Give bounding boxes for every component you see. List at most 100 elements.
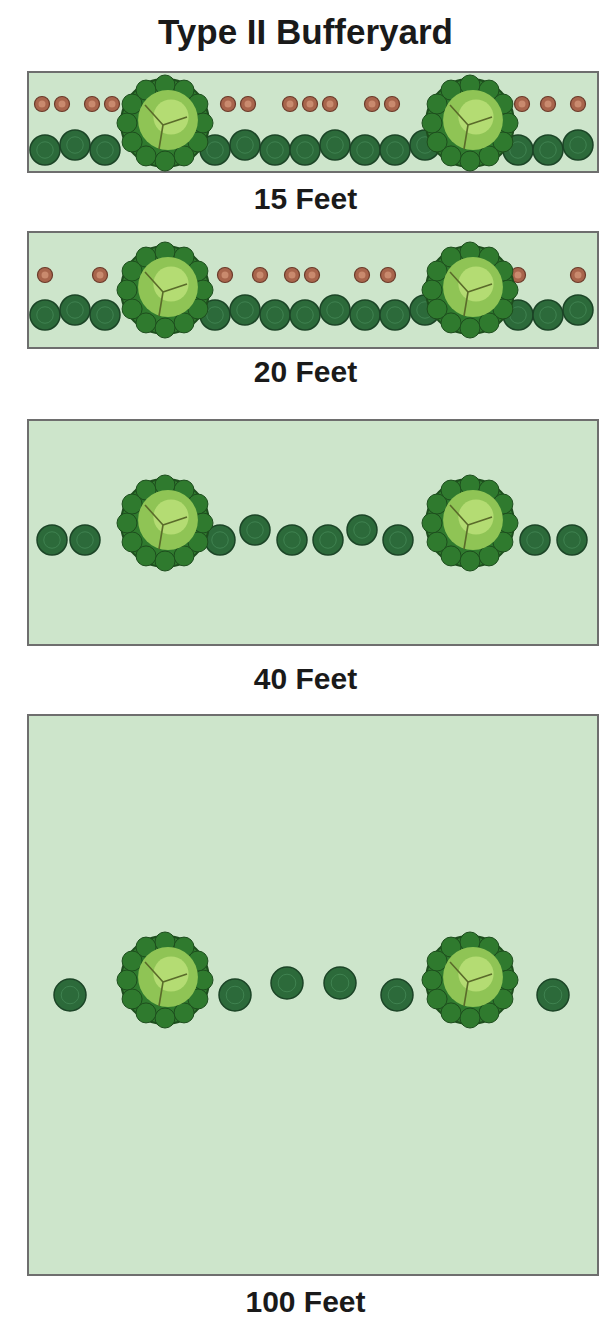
canopy-lobe [122, 989, 142, 1009]
small-shrub [253, 268, 268, 283]
shrub [381, 979, 413, 1011]
tree-branches [450, 505, 492, 549]
small-shrub-detail [389, 101, 396, 108]
shrub-detail [570, 137, 587, 154]
shrub [380, 300, 410, 330]
canopy-lobe [479, 546, 499, 566]
shrub [563, 130, 593, 160]
shrub [90, 135, 120, 165]
tree-branches [145, 272, 187, 316]
shrub-detail [357, 142, 374, 159]
shrub-detail [37, 142, 54, 159]
small-shrub-detail [257, 272, 264, 279]
canopy-lobe [155, 151, 175, 171]
small-shrub-detail [245, 101, 252, 108]
canopy-lobe [155, 551, 175, 571]
canopy-highlight [443, 947, 503, 1007]
canopy-lobe [460, 1008, 480, 1028]
shrub-detail [564, 532, 581, 549]
small-shrub-detail [287, 101, 294, 108]
shrub [240, 515, 270, 545]
small-shrub [35, 97, 50, 112]
small-shrub [355, 268, 370, 283]
bufferyard-panel [28, 715, 598, 1275]
shrub-detail [387, 142, 404, 159]
shrub-detail [61, 986, 79, 1004]
canopy-lobe [479, 146, 499, 166]
shrub [557, 525, 587, 555]
canopy-lobe [479, 313, 499, 333]
shrub [520, 525, 550, 555]
tree-branches [145, 962, 187, 1006]
bufferyard-panel [28, 420, 598, 645]
shrub-detail [67, 302, 84, 319]
canopy-highlight [443, 490, 503, 550]
shrub-detail [247, 522, 264, 539]
bufferyard-panel [28, 72, 598, 172]
shrub [230, 130, 260, 160]
canopy-lobe [117, 280, 137, 300]
shrub [30, 300, 60, 330]
canopy-lobe [460, 318, 480, 338]
shrub-detail [388, 986, 406, 1004]
shrub [347, 515, 377, 545]
small-shrub-detail [307, 101, 314, 108]
small-shrub [85, 97, 100, 112]
small-shrub [381, 268, 396, 283]
canopy-lobe [174, 1003, 194, 1023]
shrub [320, 295, 350, 325]
shrub-detail [212, 532, 229, 549]
shrub-detail [37, 307, 54, 324]
small-shrub-detail [575, 272, 582, 279]
small-shrub [218, 268, 233, 283]
shrub-detail [540, 142, 557, 159]
shrub-detail [357, 307, 374, 324]
canopy-lobe [117, 513, 137, 533]
small-shrub-detail [519, 101, 526, 108]
shrub-detail [226, 986, 244, 1004]
small-shrub-detail [97, 272, 104, 279]
small-shrub-detail [327, 101, 334, 108]
shrub [324, 967, 356, 999]
small-shrub-detail [109, 101, 116, 108]
shrub [537, 979, 569, 1011]
small-shrub-detail [309, 272, 316, 279]
small-shrub [93, 268, 108, 283]
shrub [290, 300, 320, 330]
canopy-lobe [422, 280, 442, 300]
small-shrub-detail [59, 101, 66, 108]
canopy-lobe [427, 132, 447, 152]
tree-branches [450, 962, 492, 1006]
canopy-highlight [458, 499, 493, 534]
shrub-detail [267, 142, 284, 159]
shrub-detail [207, 142, 224, 159]
small-shrub [55, 97, 70, 112]
tree-branches [145, 105, 187, 149]
small-shrub-detail [222, 272, 229, 279]
shrub-detail [327, 137, 344, 154]
shrub [60, 130, 90, 160]
tree-branches [450, 272, 492, 316]
canopy-lobe [422, 970, 442, 990]
small-shrub-detail [385, 272, 392, 279]
small-shrub [105, 97, 120, 112]
shrub [60, 295, 90, 325]
small-shrub [323, 97, 338, 112]
small-shrub [305, 268, 320, 283]
small-shrub-detail [89, 101, 96, 108]
canopy-lobe [174, 313, 194, 333]
canopy-lobe [117, 970, 137, 990]
small-shrub-detail [42, 272, 49, 279]
canopy-highlight [153, 266, 188, 301]
shrub-detail [97, 142, 114, 159]
canopy-highlight [458, 99, 493, 134]
shrub-detail [207, 307, 224, 324]
shrub-detail [44, 532, 61, 549]
shrub [271, 967, 303, 999]
small-shrub [571, 268, 586, 283]
shrub-detail [237, 302, 254, 319]
shrub [350, 300, 380, 330]
shrub-detail [284, 532, 301, 549]
shrub-detail [527, 532, 544, 549]
shrub [383, 525, 413, 555]
